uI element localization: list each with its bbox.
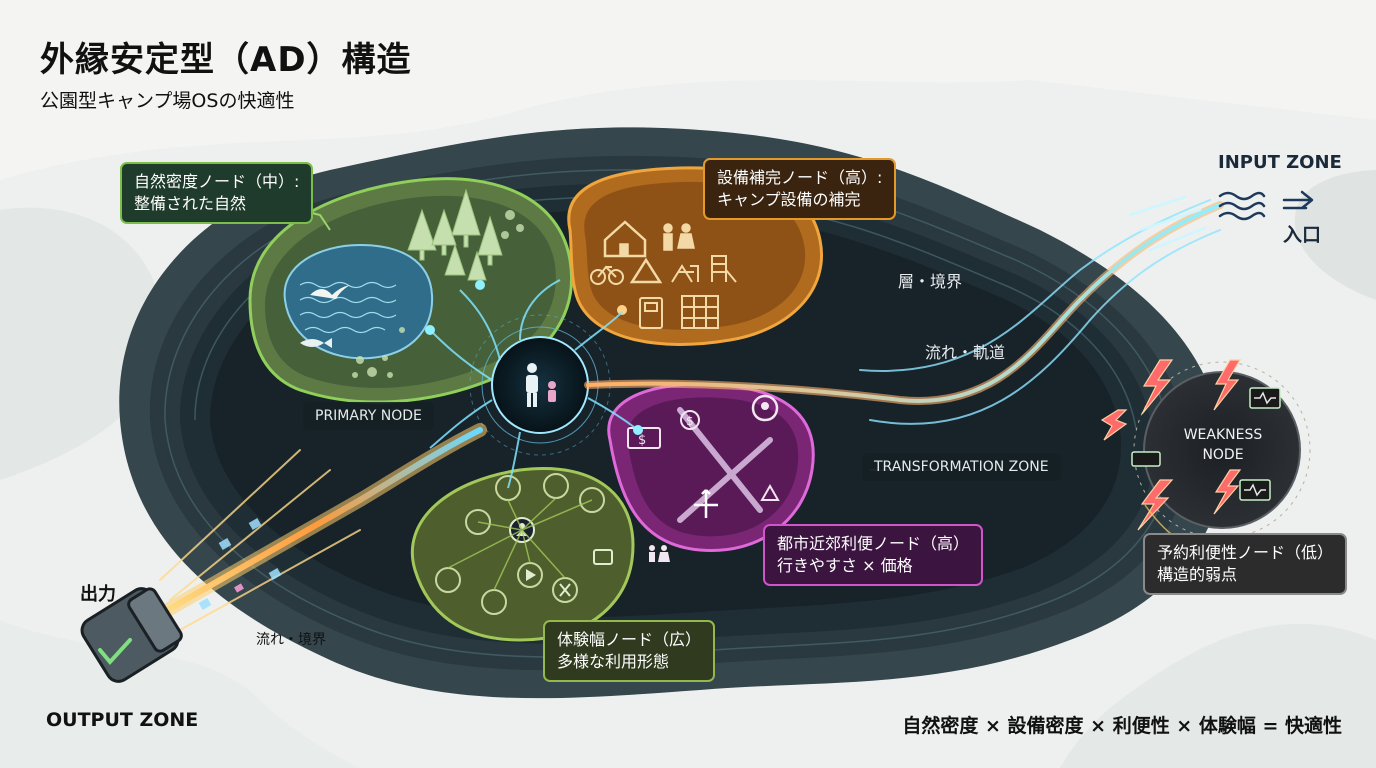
callout-line: 行きやすさ × 価格	[777, 556, 913, 575]
input-zone-label: INPUT ZONE	[1218, 152, 1342, 173]
weakness-node-label: WEAKNESS NODE	[1168, 425, 1278, 465]
tv-icon	[593, 549, 613, 565]
flow-boundary-label: 流れ・境界	[256, 632, 326, 648]
primary-node-label: PRIMARY NODE	[303, 402, 434, 430]
experience-zone	[410, 467, 635, 642]
pin-icon	[751, 394, 779, 422]
restroom-icon	[663, 223, 695, 251]
play-icon	[526, 569, 536, 581]
callout-line: 構造的弱点	[1157, 565, 1238, 584]
check-icon	[98, 638, 132, 666]
grid-icon	[681, 295, 719, 329]
lightning-icon	[1100, 359, 1242, 531]
flow-orbit-label: 流れ・軌道	[925, 343, 1006, 362]
output-label: 出力	[80, 584, 116, 605]
tent-icon	[760, 483, 780, 501]
layer-boundary-label: 層・境界	[898, 272, 963, 291]
callout-line: 体験幅ノード（広）	[557, 630, 702, 649]
tree-icon	[407, 188, 503, 281]
urban-convenience-callout: 都市近郊利便ノード（高） 行きやすさ × 価格	[763, 524, 984, 586]
comfort-formula: 自然密度 × 設備密度 × 利便性 × 体験幅 = 快適性	[902, 715, 1342, 737]
page-title: 外縁安定型（AD）構造	[40, 40, 412, 80]
input-flow	[584, 195, 1224, 425]
person-icon	[649, 545, 670, 562]
output-device	[80, 587, 183, 683]
family-icon	[526, 363, 556, 407]
callout-line: 予約利便性ノード（低）	[1157, 543, 1334, 562]
callout-line: キャンプ設備の補完	[717, 190, 861, 209]
playground-icon	[671, 255, 737, 283]
bird-icon	[310, 285, 350, 299]
weakness-line: NODE	[1202, 447, 1244, 463]
callout-line: 自然密度ノード（中）:	[134, 172, 300, 191]
fork-knife-icon	[559, 583, 571, 597]
arrow-right-icon	[1282, 190, 1314, 210]
crossroad-icon	[694, 489, 718, 518]
svg-text:$: $	[686, 414, 694, 428]
urban-zone: $ $	[607, 382, 815, 562]
transformation-zone-label: TRANSFORMATION ZONE	[862, 453, 1061, 481]
tent-icon	[629, 257, 663, 284]
wave-icon	[1218, 191, 1266, 221]
facility-complement-callout: 設備補完ノード（高）: キャンプ設備の補完	[703, 158, 897, 220]
money-icon: $	[627, 427, 661, 449]
page-subtitle: 公園型キャンプ場OSの快適性	[40, 90, 295, 112]
bicycle-icon	[590, 265, 624, 285]
nature-density-callout: 自然密度ノード（中）: 整備された自然	[120, 162, 314, 224]
experience-range-callout: 体験幅ノード（広） 多様な利用形態	[543, 620, 716, 682]
reservation-weakness-callout: 予約利便性ノード（低） 構造的弱点	[1143, 533, 1348, 595]
pin-icon: $	[680, 410, 700, 430]
callout-line: 多様な利用形態	[557, 652, 670, 671]
house-icon	[603, 220, 647, 258]
callout-line: 都市近郊利便ノード（高）	[777, 534, 970, 553]
output-flow	[143, 423, 487, 631]
fish-icon	[300, 338, 332, 348]
callout-line: 整備された自然	[134, 194, 247, 213]
weakness-line: WEAKNESS	[1183, 427, 1263, 443]
vending-machine-icon	[639, 297, 663, 329]
primary-hub	[425, 279, 643, 489]
output-zone-label: OUTPUT ZONE	[46, 709, 199, 731]
entrance-label: 入口	[1283, 224, 1322, 246]
svg-text:$: $	[638, 433, 646, 448]
nature-zone	[248, 177, 573, 404]
callout-line: 設備補完ノード（高）:	[717, 168, 883, 187]
